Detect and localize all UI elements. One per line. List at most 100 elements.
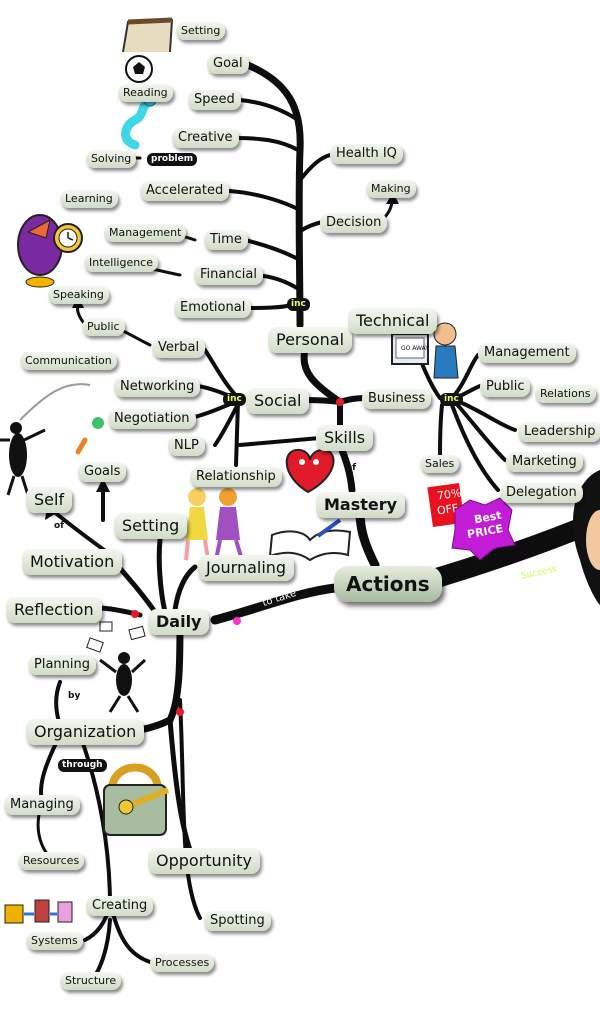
node-actions[interactable]: Actions <box>334 566 442 602</box>
node-creating[interactable]: Creating <box>86 896 154 916</box>
branch-journaling <box>172 564 198 613</box>
tag-inc-personal: inc <box>287 298 310 311</box>
node-processes[interactable]: Processes <box>150 954 215 972</box>
arrowhead-goals <box>96 478 110 492</box>
node-self[interactable]: Self <box>26 487 73 513</box>
tag-inc-social: inc <box>223 393 246 406</box>
node-management-right[interactable]: Management <box>478 343 576 363</box>
node-management-left[interactable]: Management <box>104 224 187 242</box>
node-business[interactable]: Business <box>362 389 432 409</box>
branch-sales <box>438 403 444 457</box>
branch-delegation <box>450 403 500 492</box>
node-structure[interactable]: Structure <box>60 972 122 990</box>
node-journaling[interactable]: Journaling <box>198 555 295 581</box>
branch-hub-personal <box>300 346 344 406</box>
junction-dot <box>176 708 184 716</box>
face-clipart <box>572 470 600 605</box>
node-technical[interactable]: Technical <box>348 308 438 334</box>
tag-of-self: of <box>54 521 65 531</box>
node-resources[interactable]: Resources <box>18 852 85 870</box>
node-setting[interactable]: Setting <box>114 513 188 539</box>
node-motivation[interactable]: Motivation <box>22 549 123 575</box>
node-making[interactable]: Making <box>366 180 416 198</box>
branch-actions-mastery <box>355 507 380 570</box>
node-communication[interactable]: Communication <box>20 352 117 370</box>
node-public-right[interactable]: Public <box>480 377 531 397</box>
heart-clipart <box>285 448 335 494</box>
node-organization[interactable]: Organization <box>26 719 145 745</box>
branch-marketing <box>453 400 507 462</box>
stick-figure-carrot-clipart <box>0 383 104 496</box>
branch-processes <box>110 908 152 964</box>
node-delegation[interactable]: Delegation <box>500 483 583 503</box>
junction-dot <box>131 610 139 618</box>
node-speed[interactable]: Speed <box>188 90 241 110</box>
tag-inc-business: inc <box>440 393 463 406</box>
computer-man-clipart <box>391 322 459 379</box>
node-managing[interactable]: Managing <box>4 795 80 815</box>
node-health-iq[interactable]: Health IQ <box>330 144 403 164</box>
node-spotting[interactable]: Spotting <box>204 911 271 931</box>
node-financial[interactable]: Financial <box>194 265 263 285</box>
branch-decision <box>300 220 324 232</box>
tag-by: by <box>68 691 81 701</box>
node-mastery[interactable]: Mastery <box>316 492 406 518</box>
couple-clipart <box>184 488 244 561</box>
node-intelligence[interactable]: Intelligence <box>84 254 159 272</box>
systems-machines-clipart <box>4 899 73 924</box>
soccer-ball-clipart <box>125 55 153 83</box>
node-verbal[interactable]: Verbal <box>152 338 206 358</box>
node-nlp[interactable]: NLP <box>168 436 205 456</box>
branch-accelerated <box>228 189 302 212</box>
branch-setting <box>156 537 168 615</box>
branch-creating <box>78 733 112 907</box>
node-sales[interactable]: Sales <box>420 455 460 473</box>
journal-book-clipart <box>268 518 352 562</box>
node-decision[interactable]: Decision <box>320 213 388 233</box>
branch-relationship <box>234 400 240 467</box>
node-networking[interactable]: Networking <box>114 377 201 397</box>
node-negotiation[interactable]: Negotiation <box>108 409 196 429</box>
branch-opportunity <box>167 717 193 853</box>
node-daily[interactable]: Daily <box>148 609 210 635</box>
goal-frame-clipart <box>122 17 174 53</box>
branch-actions-daily <box>210 583 340 625</box>
tag-problem: problem <box>147 153 198 166</box>
node-leadership[interactable]: Leadership <box>518 422 600 442</box>
node-speaking[interactable]: Speaking <box>48 286 109 304</box>
node-relationship[interactable]: Relationship <box>190 467 282 487</box>
sale-sign-clipart <box>427 482 516 561</box>
node-goals[interactable]: Goals <box>78 462 127 482</box>
tag-through: through <box>58 759 107 772</box>
junction-dot <box>233 617 241 625</box>
node-learning[interactable]: Learning <box>60 190 118 208</box>
node-emotional[interactable]: Emotional <box>174 298 252 318</box>
node-accelerated[interactable]: Accelerated <box>140 181 230 201</box>
node-creative[interactable]: Creative <box>172 128 239 148</box>
bird-clock-clipart <box>17 214 83 288</box>
node-goal[interactable]: Goal <box>207 54 249 74</box>
node-time[interactable]: Time <box>204 230 248 250</box>
branch-mastery-skills <box>338 446 356 494</box>
node-reflection[interactable]: Reflection <box>6 597 102 623</box>
node-relations[interactable]: Relations <box>535 385 596 403</box>
branch-emotional <box>243 303 294 310</box>
lock-key-clipart <box>103 763 170 836</box>
node-solving[interactable]: Solving <box>86 150 137 168</box>
branch-health <box>298 153 332 182</box>
arrowhead-making <box>386 192 399 204</box>
node-reading[interactable]: Reading <box>118 84 173 102</box>
node-planning[interactable]: Planning <box>28 655 96 675</box>
node-setting-top[interactable]: Setting <box>176 22 226 40</box>
node-public-left[interactable]: Public <box>82 318 125 336</box>
branch-time <box>243 238 302 262</box>
node-systems[interactable]: Systems <box>26 932 83 950</box>
node-skills[interactable]: Skills <box>316 425 374 451</box>
node-opportunity[interactable]: Opportunity <box>148 848 261 874</box>
node-marketing[interactable]: Marketing <box>506 452 583 472</box>
junction-dot <box>336 398 344 406</box>
node-social[interactable]: Social <box>246 388 310 414</box>
arrow-skills <box>238 436 322 447</box>
node-personal[interactable]: Personal <box>268 327 353 353</box>
